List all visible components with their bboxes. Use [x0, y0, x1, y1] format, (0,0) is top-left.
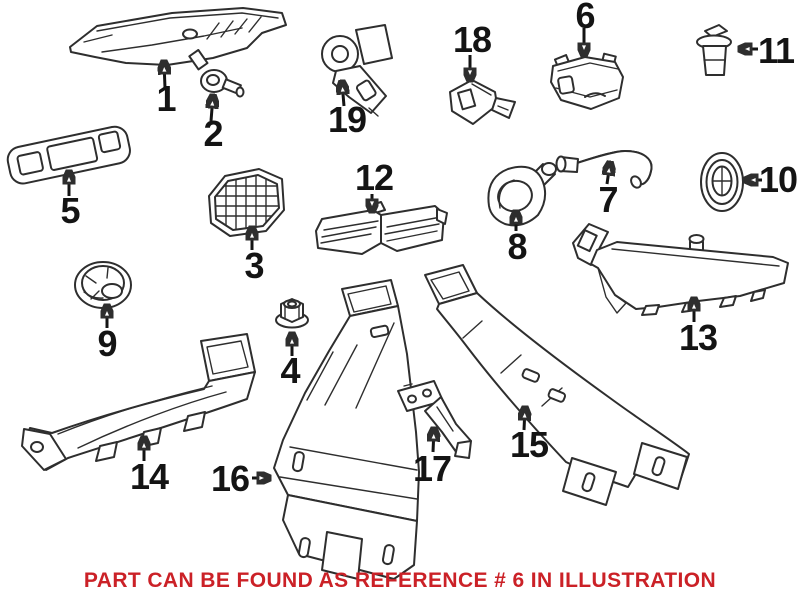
part-9-oval-vent-drawing	[74, 261, 132, 309]
arrow-to-part-17	[433, 429, 434, 453]
arrow-to-part-15	[524, 408, 525, 431]
part-4-nut-drawing	[275, 298, 309, 329]
part-number-label-6: 6	[575, 0, 595, 36]
part-number-label-14: 14	[129, 456, 169, 497]
part-18-sensor-drawing	[449, 79, 516, 125]
part-16-center-distribution-duct-drawing	[273, 279, 420, 580]
part-number-label-18: 18	[452, 19, 492, 60]
leader-arrows	[69, 28, 762, 478]
part-15-right-floor-duct-drawing	[424, 264, 690, 506]
part-11-push-clip-drawing	[696, 24, 732, 76]
part-number-label-15: 15	[509, 424, 549, 465]
part-13-right-defroster-duct-drawing	[572, 223, 789, 316]
part-number-label-3: 3	[244, 245, 264, 286]
part-1-defroster-duct-drawing	[69, 7, 287, 66]
part-number-label-8: 8	[507, 226, 527, 267]
part-number-label-16: 16	[210, 458, 250, 499]
part-number-label-2: 2	[203, 113, 223, 154]
part-3-grille-drawing	[208, 168, 285, 237]
part-6-mode-actuator-drawing	[550, 52, 624, 110]
part-10-grommet-drawing	[700, 152, 744, 212]
part-number-label-13: 13	[678, 317, 718, 358]
part-number-label-1: 1	[156, 78, 176, 119]
part-8-demister-duct-drawing	[487, 162, 557, 227]
part-14-left-lower-duct-drawing	[21, 333, 256, 471]
part-2-vacuum-actuator-drawing	[188, 49, 245, 98]
arrow-to-part-1	[164, 62, 165, 89]
arrow-to-part-2	[211, 96, 213, 122]
part-number-label-5: 5	[60, 190, 80, 231]
part-number-label-19: 19	[327, 99, 367, 140]
part-number-label-12: 12	[354, 157, 394, 198]
part-19-actuator-bracket-drawing	[321, 24, 393, 117]
part-number-label-17: 17	[412, 448, 452, 489]
part-number-label-10: 10	[758, 159, 798, 200]
part-number-label-7: 7	[598, 179, 618, 220]
caption-text: PART CAN BE FOUND AS REFERENCE # 6 IN IL…	[83, 569, 717, 592]
part-12-center-outlet-drawing	[315, 201, 448, 255]
arrow-to-part-7	[607, 163, 610, 185]
part-number-label-11: 11	[757, 30, 795, 71]
part-number-label-9: 9	[97, 323, 117, 364]
part-number-label-4: 4	[280, 350, 300, 391]
arrow-to-part-19	[342, 82, 344, 107]
part-5-demister-bezel-drawing	[6, 125, 131, 185]
part-17-bracket-drawing	[397, 380, 472, 459]
